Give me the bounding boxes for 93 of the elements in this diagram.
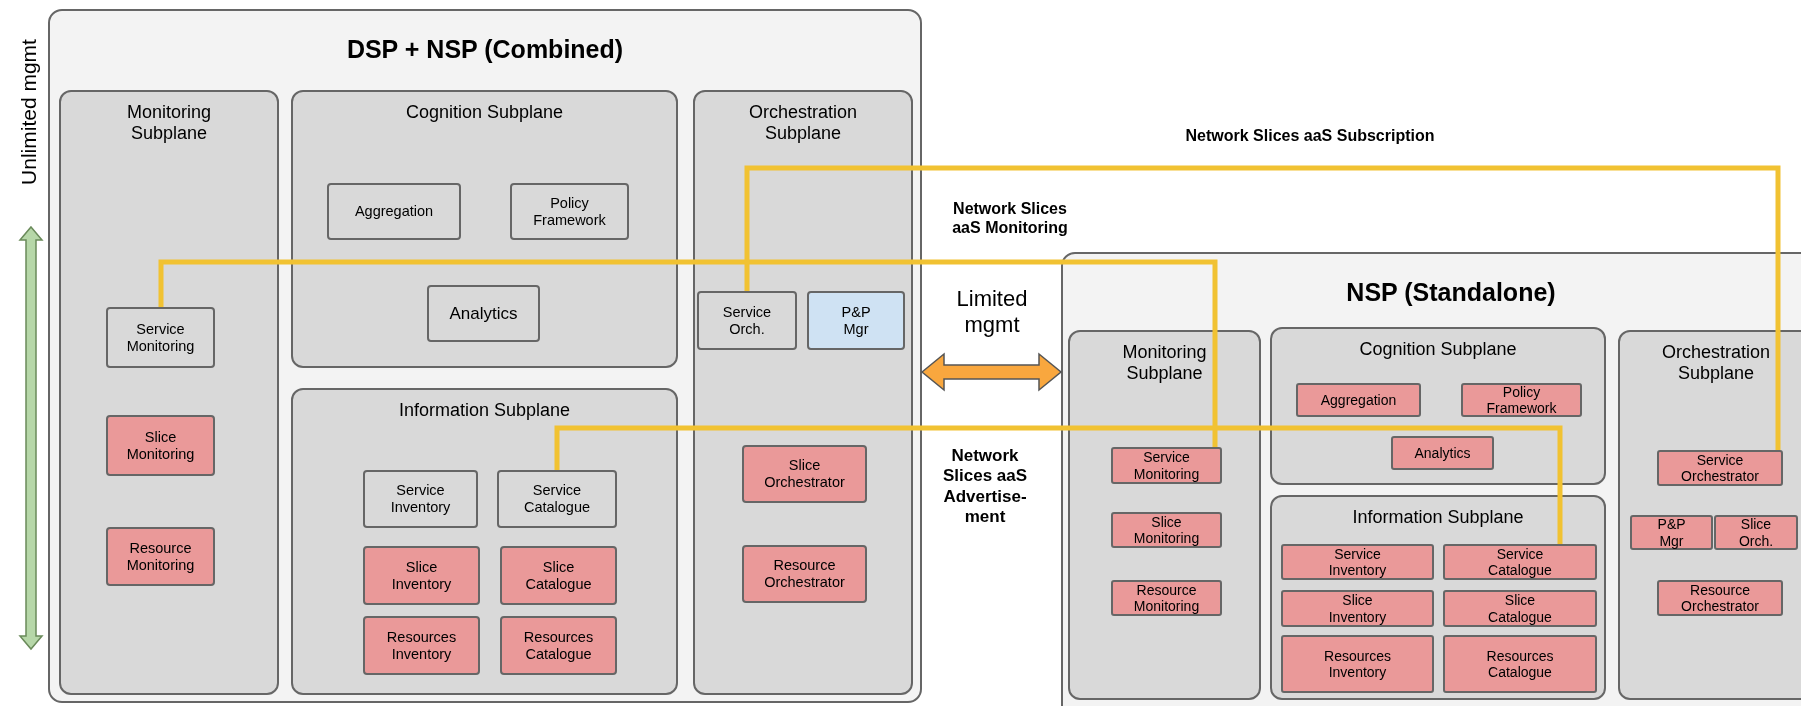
component-box: [106, 527, 215, 586]
component-box: [427, 285, 540, 342]
subplane-title: Orchestration Subplane: [747, 102, 858, 144]
box-label: Resources Catalogue: [523, 628, 594, 663]
component-box: [327, 183, 461, 240]
box-label: Resource Monitoring: [126, 539, 195, 574]
edge-label: Network Slices aaS Subscription: [1184, 126, 1436, 146]
component-box: [742, 445, 867, 503]
component-box: [510, 183, 629, 240]
component-box: [1391, 436, 1494, 470]
box-label: Slice Catalogue: [525, 558, 592, 593]
component-box: [500, 546, 617, 605]
component-box: [497, 470, 617, 528]
box-label: Aggregation: [1320, 391, 1397, 409]
box-label: Resource Monitoring: [1133, 581, 1200, 615]
group-panel: [48, 9, 922, 703]
component-box: [363, 616, 480, 675]
component-box: [1657, 450, 1783, 486]
box-label: Resources Inventory: [1324, 647, 1391, 681]
edge-label: Network Slices aaS Advertise- ment: [941, 446, 1029, 528]
box-label: Aggregation: [354, 203, 434, 220]
side-label: Unlimited mgmt: [17, 38, 41, 187]
component-box: [807, 291, 905, 350]
box-label: P&P Mgr: [841, 303, 871, 338]
subplane-panel: [1068, 330, 1261, 700]
component-box: [1657, 580, 1783, 616]
subplane-panel: [1618, 330, 1801, 700]
box-label: P&P Mgr: [1657, 516, 1686, 549]
panel-title: NSP (Standalone): [1346, 278, 1556, 307]
box-label: Service Orch.: [722, 303, 772, 338]
double-arrow: [920, 352, 1063, 392]
component-box: [1111, 580, 1222, 616]
subplane-title: Monitoring Subplane: [125, 102, 212, 144]
box-label: Service Monitoring: [1133, 449, 1200, 482]
subplane-panel: [1270, 327, 1606, 485]
component-box: [363, 470, 478, 528]
box-label: Service Orchestrator: [1681, 451, 1759, 485]
box-label: Slice Orch.: [1738, 516, 1774, 549]
component-box: [1296, 383, 1421, 417]
component-box: [500, 616, 617, 675]
box-label: Slice Orchestrator: [764, 457, 845, 491]
component-box: [106, 415, 215, 476]
component-box: [1111, 512, 1222, 548]
component-box: [1714, 515, 1798, 550]
box-label: Policy Framework: [533, 194, 606, 229]
subplane-panel: [1270, 495, 1606, 700]
subplane-panel: [693, 90, 913, 695]
box-label: Service Catalogue: [523, 482, 591, 516]
box-label: Resource Orchestrator: [1681, 581, 1759, 615]
subplane-panel: [291, 388, 678, 695]
subplane-title: Monitoring Subplane: [1121, 342, 1208, 384]
box-label: Analytics: [1414, 444, 1471, 462]
component-box: [1281, 635, 1434, 693]
box-label: Service Catalogue: [1488, 545, 1552, 579]
box-label: Resource Orchestrator: [764, 557, 845, 591]
box-label: Slice Monitoring: [1133, 513, 1200, 547]
subplane-title: Cognition Subplane: [1359, 339, 1517, 360]
component-box: [1111, 447, 1222, 484]
box-label: Slice Monitoring: [126, 428, 195, 463]
component-box: [742, 545, 867, 603]
box-label: Slice Catalogue: [1488, 592, 1552, 625]
subplane-title: Orchestration Subplane: [1660, 342, 1771, 384]
connector-line: [158, 259, 1218, 447]
box-label: Slice Inventory: [1328, 592, 1387, 625]
box-label: Analytics: [449, 303, 518, 324]
subplane-panel: [59, 90, 279, 695]
box-label: Service Inventory: [390, 482, 451, 516]
box-label: Policy Framework: [1486, 383, 1557, 417]
component-box: [106, 307, 215, 368]
box-label: Resources Inventory: [386, 628, 457, 663]
subplane-panel: [291, 90, 678, 368]
component-box: [363, 546, 480, 605]
edge-label: Network Slices aaS Monitoring: [951, 199, 1069, 238]
edge-label: Limited mgmt: [955, 286, 1029, 339]
panel-title: DSP + NSP (Combined): [346, 35, 624, 64]
component-box: [1443, 590, 1597, 627]
box-label: Resources Catalogue: [1486, 647, 1554, 681]
group-panel: [1061, 252, 1801, 706]
connector-line: [744, 165, 1781, 450]
subplane-title: Cognition Subplane: [405, 102, 564, 123]
component-box: [1630, 515, 1713, 550]
box-label: Service Monitoring: [126, 320, 195, 355]
box-label: Service Inventory: [1328, 545, 1387, 579]
component-box: [1281, 544, 1434, 580]
subplane-title: Information Subplane: [398, 400, 571, 421]
component-box: [1443, 635, 1597, 693]
component-box: [697, 291, 797, 350]
box-label: Slice Inventory: [391, 558, 452, 593]
connector-line: [554, 425, 1563, 544]
component-box: [1443, 544, 1597, 580]
component-box: [1281, 590, 1434, 627]
subplane-title: Information Subplane: [1352, 507, 1524, 528]
component-box: [1461, 383, 1582, 417]
